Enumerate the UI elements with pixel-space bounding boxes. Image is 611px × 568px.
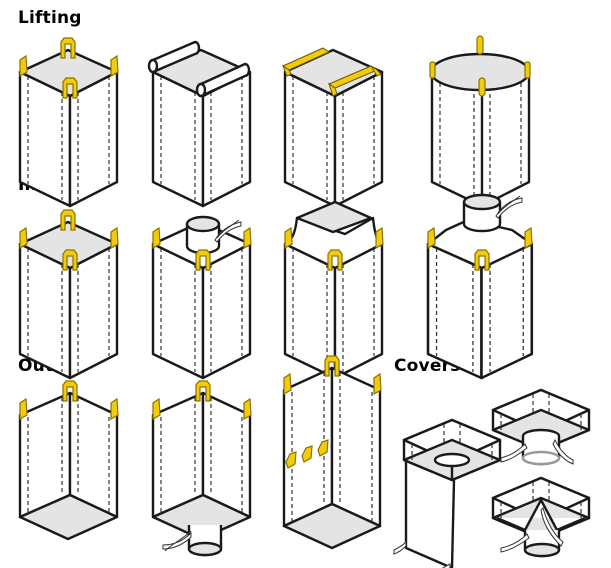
bag-four-corner-loops	[18, 37, 119, 208]
bag-conical-top-spout	[426, 193, 534, 380]
cover-with-spout	[491, 388, 591, 466]
bag-sleeve-lift	[147, 40, 252, 208]
bag-side-loops-tall	[282, 355, 382, 550]
cover-skirt	[393, 418, 502, 568]
bag-fill-spout	[151, 215, 252, 380]
bag-duffle-top	[283, 200, 384, 380]
bag-open-top	[18, 209, 119, 380]
bag-discharge-spout	[151, 380, 252, 557]
bag-cross-corner-loops	[281, 47, 384, 208]
cover-with-cone-spout	[491, 476, 591, 558]
section-title-lifting: Lifting	[18, 8, 82, 28]
bag-round-loops	[429, 35, 531, 208]
bag-flat-bottom	[18, 380, 119, 541]
